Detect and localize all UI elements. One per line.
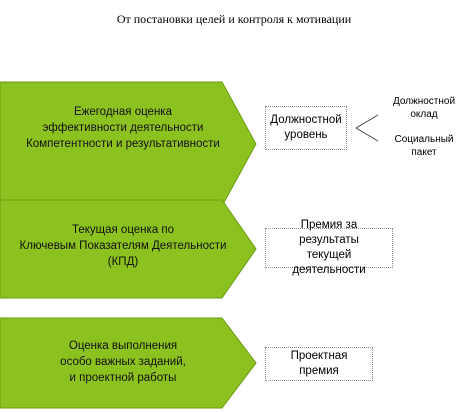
- arrow-annual-label: Ежегодная оценка эффективности деятельно…: [26, 106, 220, 150]
- branch-social-label: Социальный пакет: [394, 134, 454, 158]
- arrow-projects: [0, 317, 257, 409]
- box-position-level: Должностной уровень: [265, 106, 347, 150]
- arrow-annual-assessment: [0, 81, 257, 207]
- arrow-projects-label: Оценка выполнения особо важных заданий, …: [60, 340, 186, 384]
- box-current-bonus: Премия за результаты текущей деятельност…: [265, 219, 393, 276]
- branch-salary-label: Должностной оклад: [392, 96, 456, 120]
- diagram-title: От постановки целей и контроля к мотивац…: [116, 12, 352, 26]
- box-project-bonus: Проектная премия: [265, 347, 373, 381]
- arrow-kpi: [0, 199, 257, 299]
- branch-line-lower: [355, 127, 379, 142]
- arrow-kpi-label: Текущая оценка по Ключевым Показателям Д…: [19, 224, 227, 268]
- branch-line-upper: [355, 114, 379, 129]
